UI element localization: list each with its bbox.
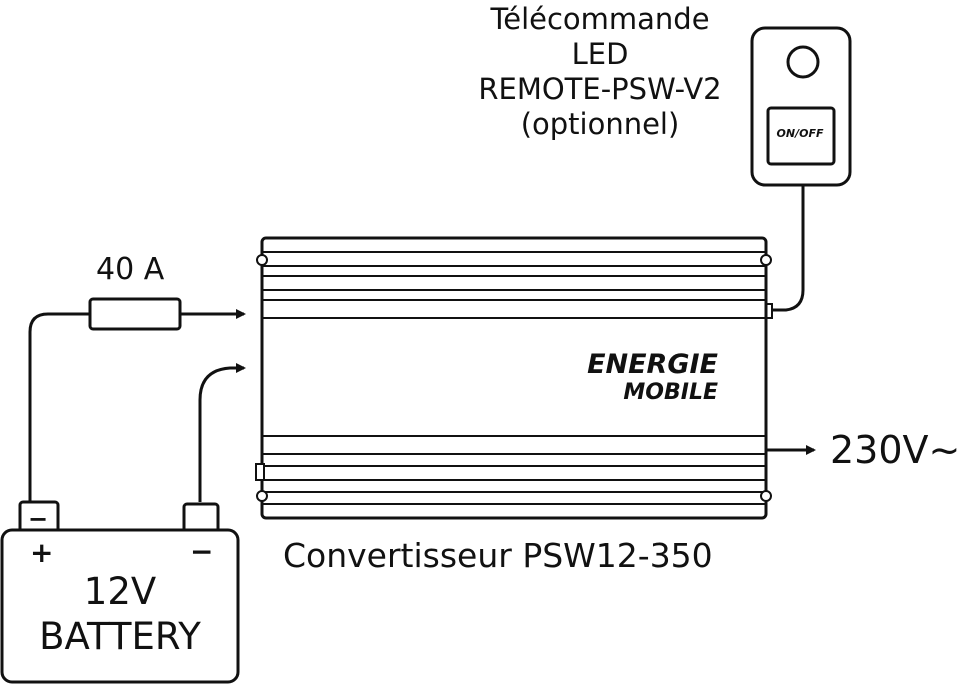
remote-title-line4: (optionnel) [520, 107, 680, 141]
battery-terminal-right [182, 502, 220, 534]
on-off-button [766, 106, 836, 166]
led-indicator [786, 45, 820, 79]
battery-minus-mark: − [190, 535, 214, 568]
brand-line1: ENERGIE [587, 349, 718, 380]
negative-cable [198, 363, 246, 502]
remote-title: Télécommande LED REMOTE-PSW-V2 (optionne… [400, 2, 800, 142]
fuse-symbol [88, 297, 182, 331]
brand-logo: ENERGIE MOBILE [560, 350, 718, 406]
remote-title-line1: Télécommande [490, 2, 710, 36]
remote-cable [770, 185, 805, 312]
battery-body [0, 528, 240, 684]
remote-title-line2: LED [571, 37, 629, 71]
fuse-label: 40 A [96, 252, 165, 287]
battery-plus-mark: + [30, 536, 54, 569]
positive-cable [28, 309, 246, 502]
remote-title-line3: REMOTE-PSW-V2 [478, 72, 722, 106]
converter-unit [255, 236, 772, 520]
converter-label: Convertisseur PSW12-350 [283, 536, 713, 575]
on-off-label: ON/OFF [776, 127, 824, 140]
terminal-negative-mark: − [28, 505, 49, 533]
output-label: 230V~ [830, 428, 961, 472]
battery-voltage: 12V [83, 570, 157, 613]
battery [0, 500, 240, 684]
brand-line2: MOBILE [623, 380, 718, 405]
battery-name: BATTERY [39, 615, 201, 658]
